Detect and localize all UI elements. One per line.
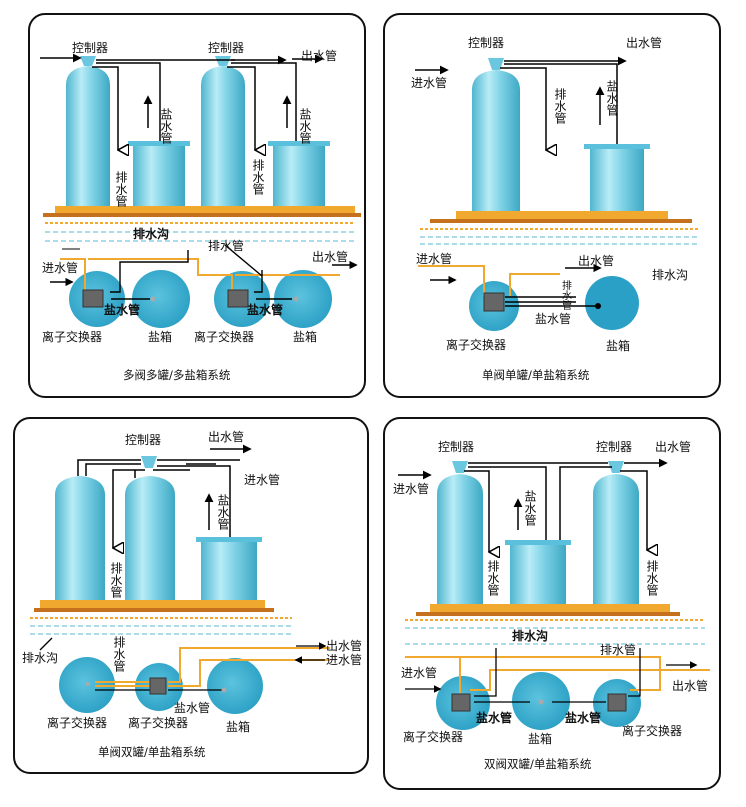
salt-box-circle <box>274 270 332 328</box>
inlet-label: 进水管 <box>401 665 437 680</box>
drain-label: 排水管 <box>114 171 128 208</box>
controller-label: 控制器 <box>596 440 632 454</box>
inlet-label: 进水管 <box>416 251 452 266</box>
ditch-label: 排水沟 <box>512 628 548 643</box>
drain-pipe-label: 排水管 <box>600 642 636 657</box>
drain-label: 排水管 <box>560 279 572 311</box>
brine-label: 盐水管 <box>159 108 173 145</box>
tank <box>593 474 639 604</box>
valve-icon <box>488 58 504 70</box>
outlet-label: 出水管 <box>578 253 614 268</box>
outlet-label: 出水管 <box>655 439 691 454</box>
valve-icon <box>80 56 96 66</box>
salt-box-circle <box>132 270 190 328</box>
salt-box-circle <box>585 276 639 330</box>
drain-label: 排水管 <box>251 159 265 196</box>
ditch-label: 排水沟 <box>652 268 688 282</box>
drain-label: 排水管 <box>645 560 659 597</box>
brine-label: 盐水管 <box>605 80 619 117</box>
panel-single-valve-double-tank: 控制器 出水管 进水管 盐水管 排水管 排水沟 排水管 出水管 进水管 盐水管 … <box>13 417 369 774</box>
panel-double-valve-double-tank: 控制器 控制器 出水管 进水管 盐水管 排水管 排水管 排水沟 排水管 进水管 … <box>383 417 721 790</box>
inlet-label: 进水管 <box>42 260 78 275</box>
inlet-label: 进水管 <box>411 75 447 90</box>
valve-icon <box>141 456 157 468</box>
outlet-label: 出水管 <box>301 48 337 63</box>
brine-label: 盐水管 <box>298 108 312 145</box>
controller-label: 控制器 <box>208 41 244 55</box>
controller-label: 控制器 <box>438 440 474 454</box>
brine-tank <box>590 149 644 211</box>
valve-icon <box>215 56 231 66</box>
brine-pipe-label: 盐水管 <box>174 700 210 715</box>
tank <box>55 476 105 600</box>
inlet-label: 进水管 <box>244 472 280 487</box>
brine-pipe-label: 盐水管 <box>104 302 140 317</box>
panel-caption: 单阀单罐/单盐箱系统 <box>482 368 590 382</box>
brine-label: 盐水管 <box>523 490 537 527</box>
panel-single-valve-single-tank: 控制器 出水管 进水管 排水管 盐水管 进水管 出水管 排水沟 排水管 盐水管 … <box>383 13 721 398</box>
salt-box-label: 盐箱 <box>606 338 630 353</box>
drain-label: 排水管 <box>553 88 567 125</box>
exchanger-label: 离子交换器 <box>47 715 107 730</box>
drain-label: 排水管 <box>109 562 123 599</box>
brine-tank <box>510 545 566 604</box>
salt-box-circle <box>207 658 263 714</box>
exchanger-label: 离子交换器 <box>403 729 463 744</box>
salt-box-label: 盐箱 <box>148 329 172 344</box>
outlet-label: 出水管 <box>672 678 708 693</box>
valve-icon <box>608 461 624 473</box>
inlet-label: 进水管 <box>393 481 429 496</box>
brine-pipe-label: 盐水管 <box>476 710 512 725</box>
ditch-label: 排水沟 <box>133 226 169 241</box>
tank <box>472 70 520 211</box>
panel-caption: 单阀双罐/单盐箱系统 <box>98 745 206 759</box>
tank <box>66 66 110 206</box>
controller-label: 控制器 <box>468 36 504 50</box>
exchanger-label: 离子交换器 <box>42 329 102 344</box>
tank <box>201 66 245 206</box>
brine-tank <box>201 542 257 600</box>
tank <box>125 476 175 600</box>
salt-box-label: 盐箱 <box>293 329 317 344</box>
exchanger-label: 离子交换器 <box>622 723 682 738</box>
inlet-label: 进水管 <box>326 652 362 667</box>
brine-pipe-label: 盐水管 <box>247 302 283 317</box>
brine-pipe-label: 盐水管 <box>535 311 571 326</box>
drain-label: 排水管 <box>486 560 500 597</box>
panel-multi-valve-multi-tank: 控制器 控制器 出水管 盐水管 盐水管 排水管 排水管 排水沟 排水管 进水管 … <box>28 13 366 398</box>
valve-icon <box>452 461 468 473</box>
drain-label: 排水管 <box>112 636 126 673</box>
brine-tank <box>273 146 325 206</box>
outlet-label: 出水管 <box>326 638 362 653</box>
brine-tank <box>133 146 185 206</box>
salt-box-label: 盐箱 <box>528 731 552 746</box>
exchanger-label: 离子交换器 <box>194 329 254 344</box>
tank <box>437 474 483 604</box>
brine-pipe-label: 盐水管 <box>565 710 601 725</box>
salt-box-label: 盐箱 <box>226 719 250 734</box>
exchanger-label: 离子交换器 <box>128 715 188 730</box>
outlet-label: 出水管 <box>312 249 348 264</box>
exchanger-label: 离子交换器 <box>446 337 506 352</box>
controller-label: 控制器 <box>72 41 108 55</box>
panel-caption: 双阀双罐/单盐箱系统 <box>484 757 592 771</box>
ditch-label: 排水沟 <box>22 651 58 665</box>
panel-frame <box>383 13 721 398</box>
panel-caption: 多阀多罐/多盐箱系统 <box>123 368 231 382</box>
outlet-label: 出水管 <box>626 35 662 50</box>
outlet-label: 出水管 <box>208 429 244 444</box>
brine-label: 盐水管 <box>216 494 230 531</box>
controller-label: 控制器 <box>125 433 161 447</box>
drain-pipe-label: 排水管 <box>208 238 244 253</box>
